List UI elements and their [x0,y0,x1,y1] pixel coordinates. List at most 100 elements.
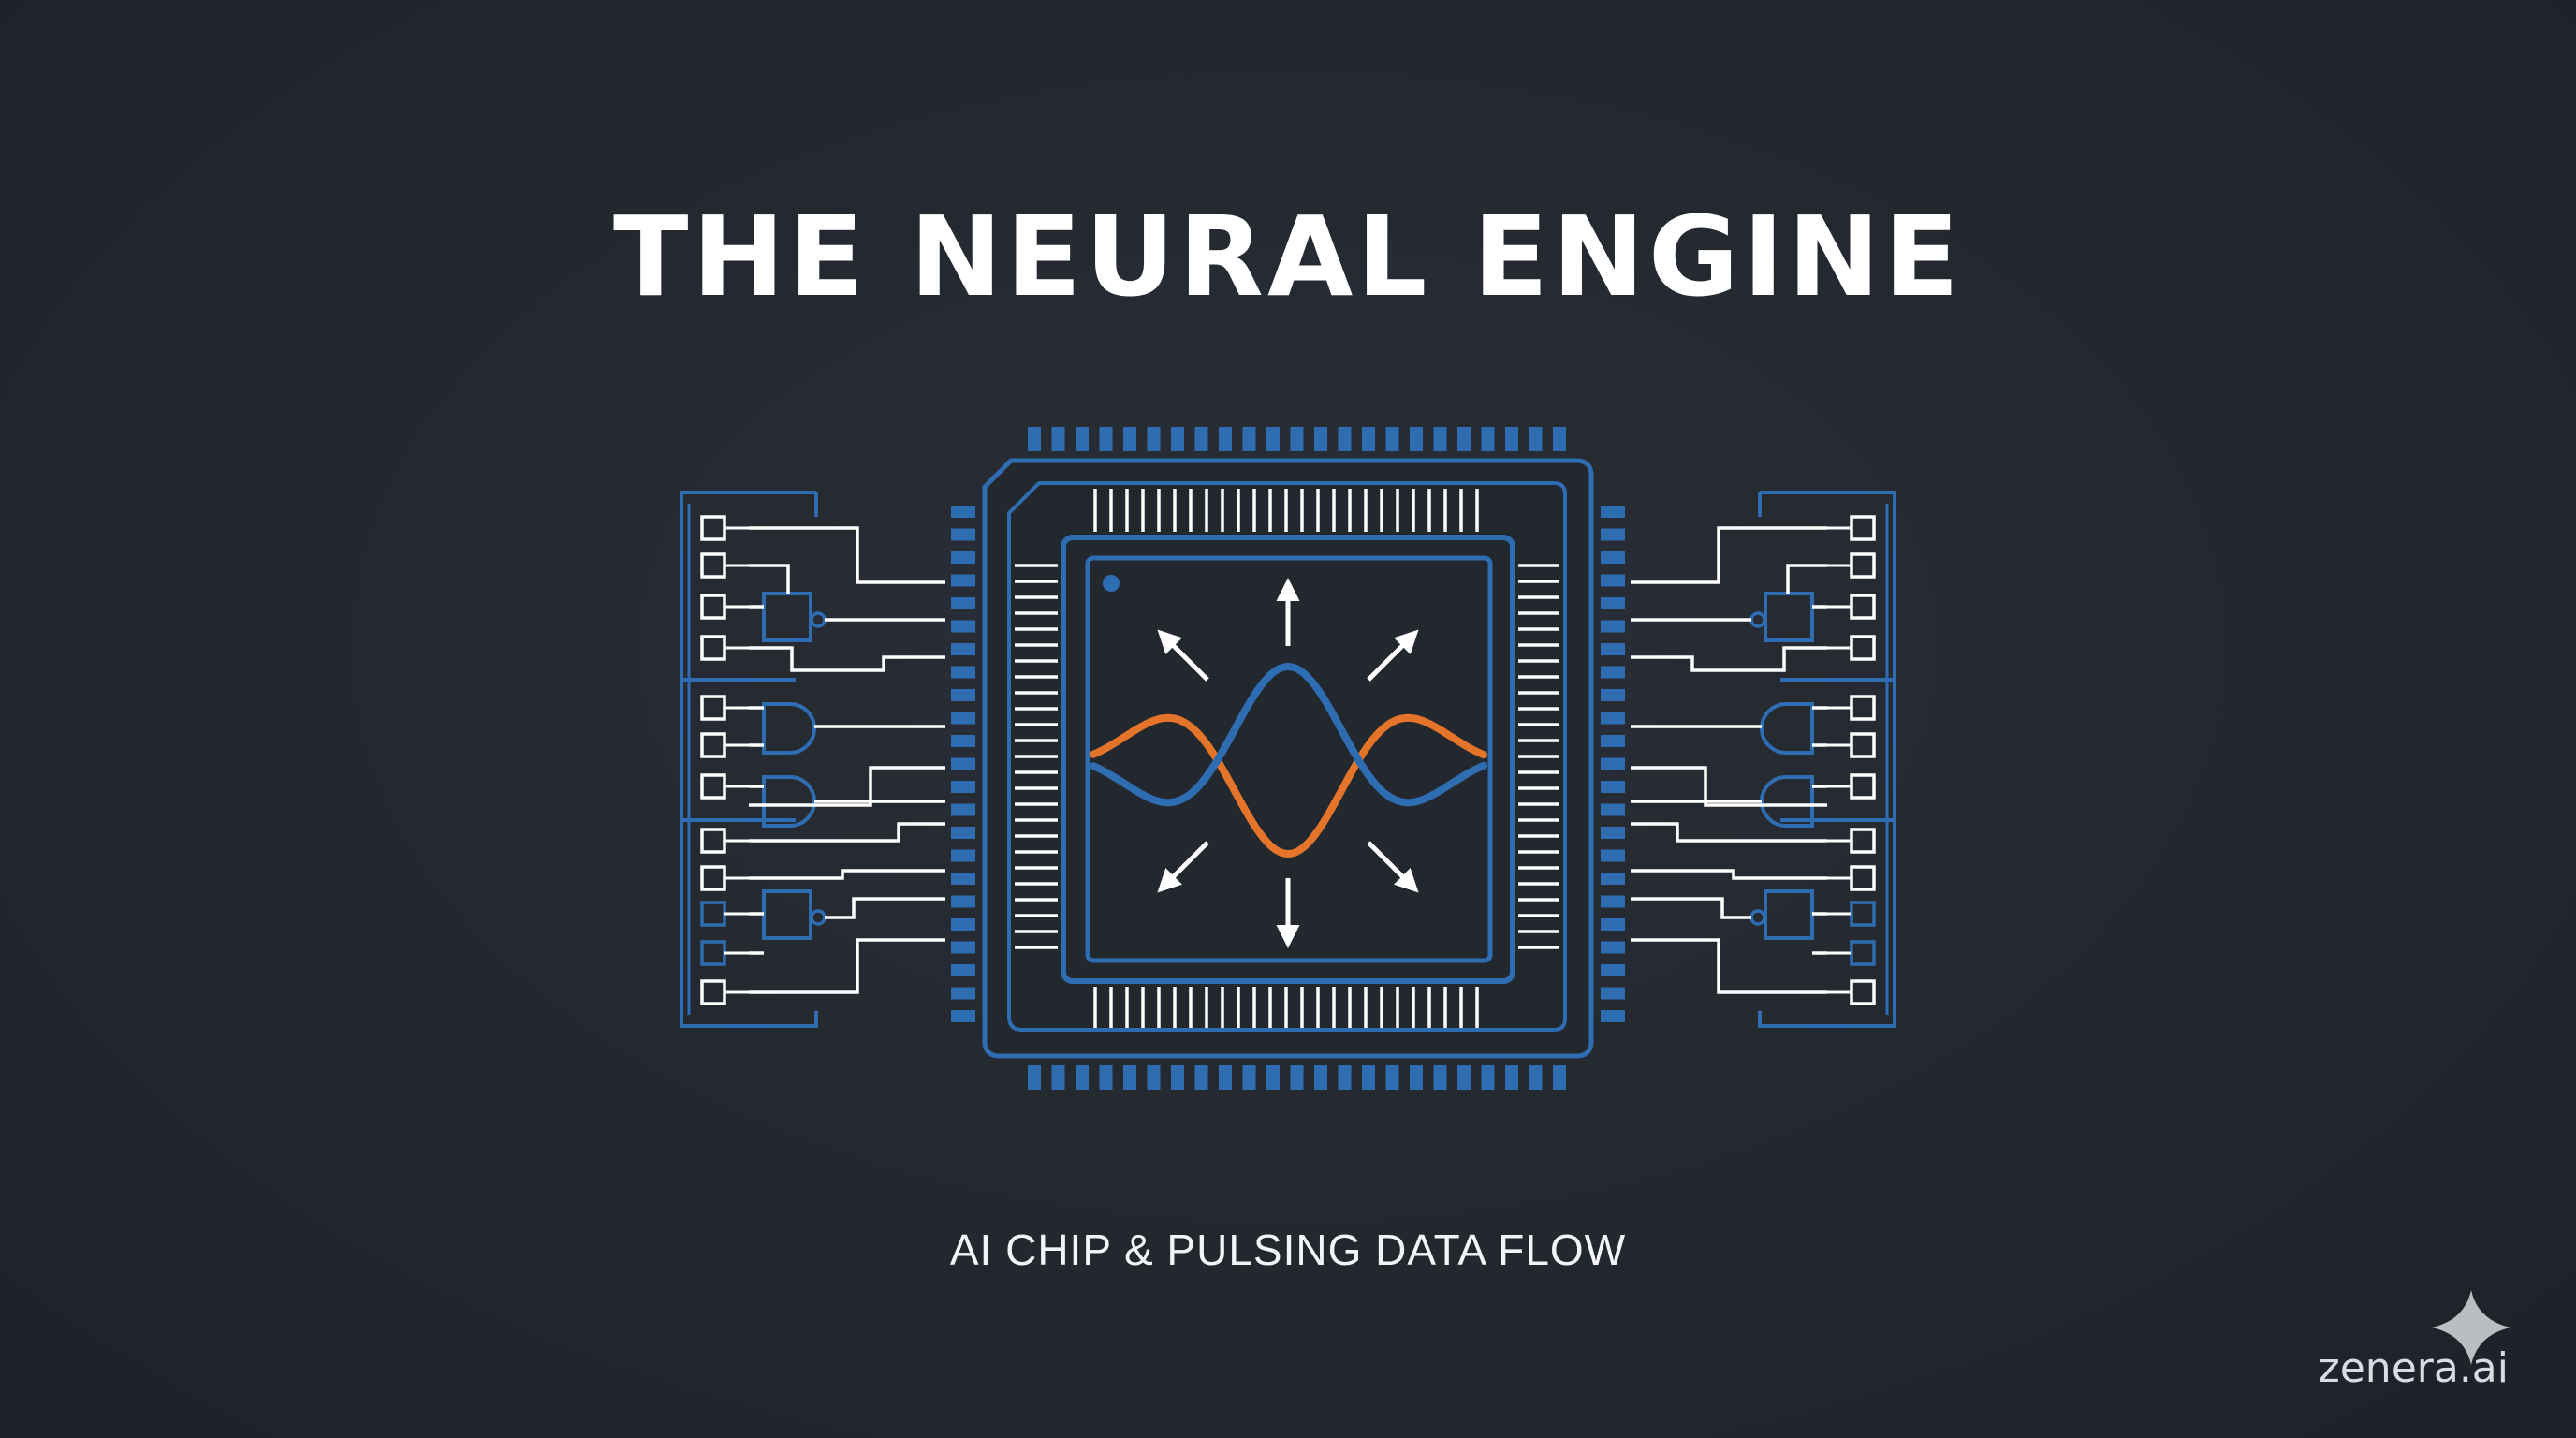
pin-top [1123,427,1136,451]
die-bond-fingers [1015,489,1559,1028]
logic-gate-and [1760,775,1814,828]
input-node [700,732,726,758]
pin-right [1601,895,1625,908]
pin-bottom [1051,1065,1065,1090]
pin-top [1410,427,1423,451]
pin-right [1601,873,1625,885]
pin-right [1601,689,1625,701]
logic-gate-and [762,775,816,828]
pin-left [951,506,975,518]
pin-right [1601,1010,1625,1022]
circuit-wire [749,526,945,584]
pin-left [951,918,975,931]
pin-right [1601,735,1625,747]
chip-pins-bottom [1028,1065,1566,1090]
pin-right [1601,941,1625,954]
pin-bottom [1338,1065,1352,1090]
pin-left [951,620,975,633]
input-node [1850,695,1876,721]
pin-bottom [1028,1065,1041,1090]
chip-inner-frame [1007,481,1567,1032]
pin-right [1601,528,1625,541]
logic-gate-buffer [762,889,812,940]
pin-bottom [1529,1065,1543,1090]
pin-top [1505,427,1518,451]
pin-top [1051,427,1065,451]
pin-left [951,1010,975,1022]
pin-bottom [1242,1065,1256,1090]
pin-bottom [1457,1065,1471,1090]
inverter-bubble [810,611,827,628]
arrow-down-left [1157,841,1209,893]
circuit-wire [749,766,945,807]
arrow-up-left [1157,629,1209,682]
pin-right [1601,597,1625,609]
input-node [1850,901,1876,927]
pin-right [1601,666,1625,679]
radiating-arrows [1157,578,1419,948]
pin-right [1601,781,1625,793]
pin-left [951,528,975,541]
chip-die-outer [1061,535,1515,984]
pin-bottom [1362,1065,1375,1090]
input-node [700,552,726,579]
pin-top [1194,427,1208,451]
pin-top [1529,427,1543,451]
circuit-wire [749,564,790,594]
circuit-wire [1631,822,1827,843]
pin-right [1601,918,1625,931]
right-logic-circuit [1631,491,1896,1028]
input-node [700,901,726,927]
pin-bottom [1171,1065,1184,1090]
input-node [1850,515,1876,541]
pin-right [1601,803,1625,816]
circuit-frame [1758,491,1896,1028]
pin-top [1338,427,1352,451]
pin-right [1601,574,1625,587]
pin-left [951,873,975,885]
pin-right [1601,757,1625,770]
circuit-wire [749,646,945,672]
input-node [700,828,726,854]
pin-top [1266,427,1280,451]
pin-left [951,712,975,725]
pin-right [1601,620,1625,633]
pin-left [951,987,975,1000]
pin-top [1481,427,1495,451]
pin-top [1242,427,1256,451]
pin-bottom [1410,1065,1423,1090]
pin-bottom [1553,1065,1566,1090]
pin-bottom [1505,1065,1518,1090]
pin-left [951,803,975,816]
pin-left [951,849,975,862]
pin-left [951,757,975,770]
input-node [1850,865,1876,891]
logic-gate-buffer [1764,889,1814,940]
pin-bottom [1219,1065,1232,1090]
pin-left [951,964,975,976]
pin-bottom [1147,1065,1161,1090]
pin-right [1601,712,1625,725]
chip-pins-top [1028,427,1566,451]
pin-bottom [1076,1065,1089,1090]
pin-bottom [1433,1065,1447,1090]
chip-pins-right [1601,506,1625,1022]
input-node [1850,635,1876,661]
pin-left [951,735,975,747]
orange-data-wave [1090,713,1487,858]
watermark-text: zenera.ai [2318,1344,2509,1392]
input-node [700,695,726,721]
pin-left [951,895,975,908]
circuit-wire [1631,869,1827,880]
pin-bottom [1099,1065,1113,1090]
pin-bottom [1266,1065,1280,1090]
circuit-wire [749,869,945,880]
pin-top [1219,427,1232,451]
circuit-wire [1631,526,1827,584]
circuit-wire [749,822,945,843]
input-node [700,594,726,620]
pin-top [1457,427,1471,451]
input-node [1850,773,1876,800]
